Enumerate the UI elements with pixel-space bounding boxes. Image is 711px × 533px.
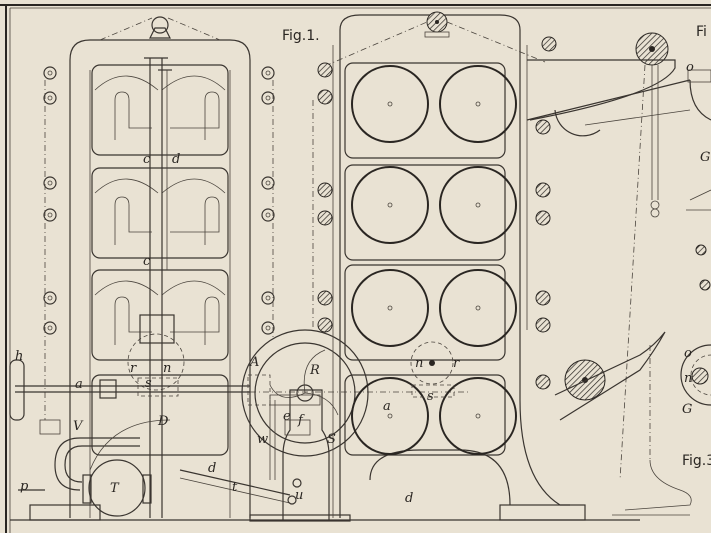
label-R: R: [309, 363, 320, 378]
label-p: p: [20, 479, 29, 494]
label-n-fig3: n: [684, 371, 692, 386]
label-a-right: a: [383, 399, 391, 414]
label-o-fig2: o: [686, 60, 694, 75]
left-guide-rollers: [43, 66, 275, 420]
flywheel-S: [241, 329, 369, 457]
fig2-partial: [686, 69, 711, 291]
label-t: t: [232, 480, 238, 495]
label-s-left: s: [145, 376, 152, 391]
pump-T: [88, 459, 146, 517]
label-G-fig2: G: [700, 150, 710, 165]
label-f: f: [297, 413, 305, 428]
winding-arm: [526, 32, 692, 516]
label-r-left: r: [130, 361, 137, 376]
fig3-partial: [680, 344, 711, 406]
label-S: S: [327, 432, 336, 447]
hand-wheel[interactable]: [9, 359, 25, 421]
label-h: h: [15, 349, 23, 364]
right-guide-rollers: [312, 36, 557, 390]
steam-engine: [179, 329, 369, 522]
label-n-left: n: [163, 361, 171, 376]
fig3-title: Fig.3: [682, 453, 711, 469]
label-r-right: r: [453, 356, 460, 371]
label-s-right: s: [427, 389, 434, 404]
label-A: A: [249, 355, 259, 370]
right-machine-frame: [324, 11, 586, 521]
label-u: u: [295, 488, 303, 503]
label-d-upper: d: [172, 152, 180, 167]
pump-assembly: [18, 419, 171, 521]
label-n-right: n: [415, 356, 423, 371]
fig1-title: Fig.1.: [282, 28, 320, 44]
label-w: w: [257, 432, 268, 447]
label-e: e: [283, 409, 291, 424]
label-T: T: [110, 481, 120, 496]
label-c-upper: c: [143, 152, 151, 167]
left-chambers: [91, 64, 229, 456]
plate-frame: [0, 4, 711, 533]
central-column: [127, 57, 185, 518]
label-o-fig3: o: [684, 346, 692, 361]
label-G-fig3: G: [682, 402, 692, 417]
label-c-lower: c: [143, 254, 151, 269]
fig2-title: Fi: [696, 24, 707, 40]
label-d-bottom: d: [208, 461, 216, 476]
label-a-left: a: [75, 377, 83, 392]
drying-drums: [344, 62, 517, 456]
label-d-right: d: [405, 491, 413, 506]
label-V: V: [73, 419, 84, 434]
left-machine-frame: [43, 16, 275, 518]
label-D: D: [157, 414, 169, 429]
